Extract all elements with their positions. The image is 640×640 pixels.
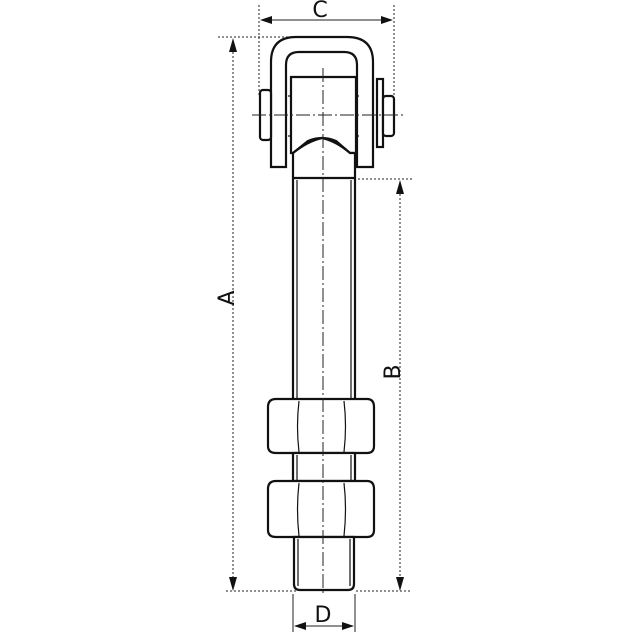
centerlines [252,68,404,596]
dimension-label-c: C [312,0,327,23]
dimension-b: B [356,178,412,592]
dimension-a: A [215,36,296,592]
u-bracket [269,35,375,169]
dimension-label-d: D [315,603,332,628]
hex-nut-upper [266,397,376,455]
threaded-end [292,535,356,592]
dimension-c: C [258,0,395,95]
hex-nut-lower [266,479,376,539]
rod-spacer [291,451,357,483]
dimension-label-a: A [215,290,240,305]
dimension-d: D [292,594,356,632]
dimension-label-b: B [381,364,406,379]
threaded-rod [291,136,357,402]
